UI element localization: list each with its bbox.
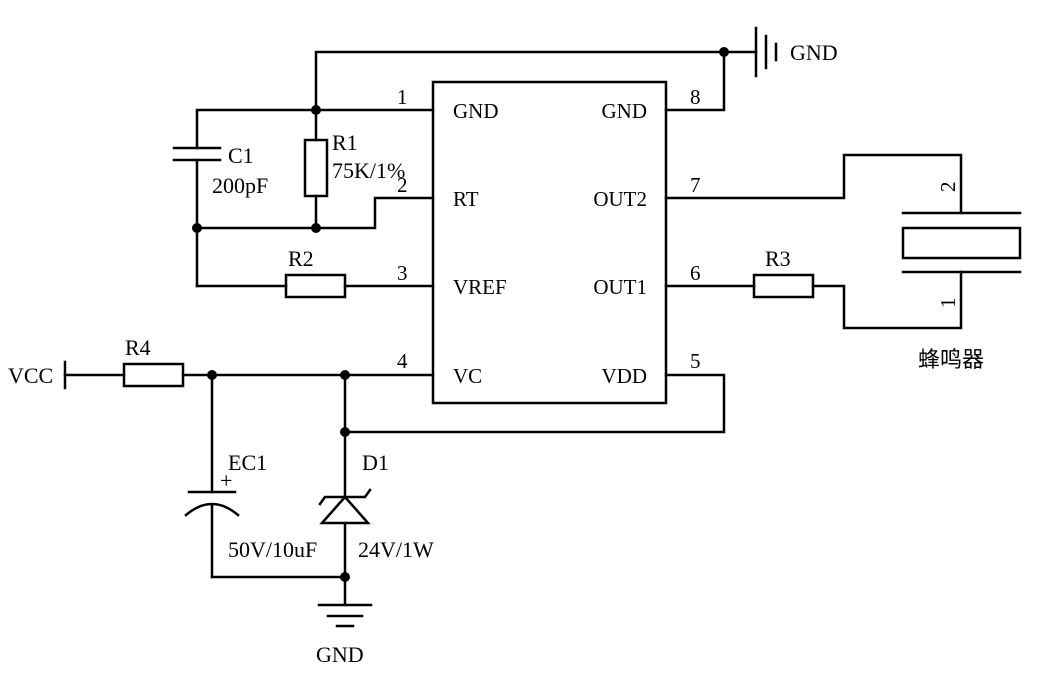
pin-name-4: VC bbox=[453, 364, 482, 388]
ec1-value: 50V/10uF bbox=[228, 537, 317, 562]
wire-pin8-to-gnd bbox=[664, 50, 726, 112]
r4-ref: R4 bbox=[125, 335, 151, 360]
pin-number-5: 5 bbox=[690, 349, 701, 373]
buzzer-pin-1: 1 bbox=[936, 298, 960, 309]
r2-ref: R2 bbox=[288, 246, 314, 271]
pin-number-2: 2 bbox=[397, 173, 408, 197]
pin-name-2: RT bbox=[453, 187, 479, 211]
r3-body bbox=[752, 273, 815, 299]
d1-triangle bbox=[319, 495, 371, 525]
junction-dot bbox=[311, 223, 321, 233]
r1-body bbox=[303, 138, 329, 198]
buzzer-symbol bbox=[901, 211, 1022, 274]
junction-dot bbox=[719, 47, 729, 57]
buzzer-label: 蜂鸣器 bbox=[918, 348, 984, 373]
junction-dot bbox=[311, 105, 321, 115]
wire-out2 bbox=[664, 153, 963, 215]
junction-dot bbox=[340, 370, 350, 380]
r2-body bbox=[284, 273, 347, 299]
wire-r3-buzzer bbox=[811, 270, 963, 330]
r3-ref: R3 bbox=[765, 246, 791, 271]
wire-top-gnd-rail bbox=[314, 50, 758, 112]
pin-name-6: OUT1 bbox=[593, 275, 647, 299]
pin-name-1: GND bbox=[453, 99, 499, 123]
pin-name-8: GND bbox=[602, 99, 648, 123]
d1-ref: D1 bbox=[362, 450, 389, 475]
pin-name-3: VREF bbox=[453, 275, 507, 299]
pin-number-6: 6 bbox=[690, 261, 701, 285]
ic-body bbox=[431, 80, 668, 405]
r1-ref: R1 bbox=[332, 130, 358, 155]
junction-dot bbox=[340, 427, 350, 437]
gnd-top-label: GND bbox=[790, 40, 838, 65]
junction-dot bbox=[192, 223, 202, 233]
c1-value: 200pF bbox=[212, 173, 268, 198]
wire-rt bbox=[195, 196, 435, 230]
pin-number-7: 7 bbox=[690, 173, 701, 197]
buzzer-pin-2: 2 bbox=[936, 182, 960, 193]
pin-number-3: 3 bbox=[397, 261, 408, 285]
pin-name-7: OUT2 bbox=[593, 187, 647, 211]
junction-dot bbox=[340, 572, 350, 582]
r4-body bbox=[122, 362, 185, 388]
gnd-bottom-symbol bbox=[317, 603, 373, 628]
gnd-top-symbol bbox=[754, 26, 778, 78]
ec1-ref: EC1 bbox=[228, 450, 267, 475]
junction-dot bbox=[207, 370, 217, 380]
d1-value: 24V/1W bbox=[358, 537, 434, 562]
pin-name-5: VDD bbox=[602, 364, 648, 388]
r1-value: 75K/1% bbox=[332, 158, 405, 183]
wire-c1-top bbox=[195, 108, 318, 150]
c1-ref: C1 bbox=[228, 143, 254, 168]
ec1-plate-bottom bbox=[184, 502, 240, 517]
ec1-plus: + bbox=[220, 468, 232, 493]
pin-number-1: 1 bbox=[397, 85, 408, 109]
pin-number-4: 4 bbox=[397, 349, 408, 373]
wire-vdd-loop bbox=[343, 373, 726, 434]
vcc-label: VCC bbox=[8, 363, 53, 388]
pin-number-8: 8 bbox=[690, 85, 701, 109]
gnd-bottom-label: GND bbox=[316, 642, 364, 667]
